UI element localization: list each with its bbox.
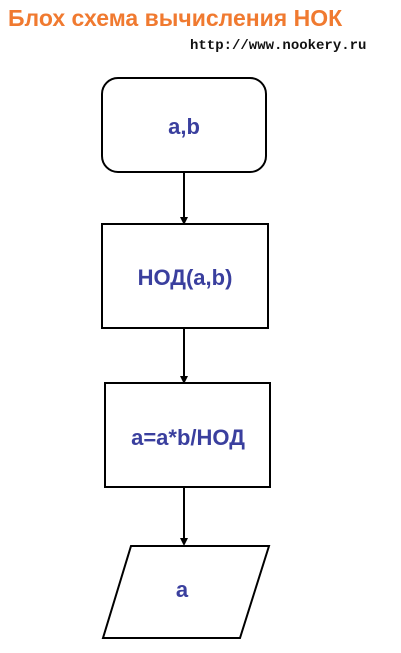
node-gcd-shape (101, 223, 269, 329)
node-gcd: НОД(a,b) (101, 223, 269, 329)
node-output-shape (101, 545, 271, 639)
node-input-label: a,b (168, 114, 200, 139)
node-compute: a=a*b/НОД (104, 382, 271, 488)
node-output: a (101, 545, 271, 639)
source-url: http://www.nookery.ru (190, 38, 367, 54)
node-compute-shape (104, 382, 271, 488)
node-input: a,b (101, 77, 267, 173)
node-compute-label: a=a*b/НОД (131, 425, 245, 450)
diagram-title: Блох схема вычисления НОК (8, 5, 343, 31)
node-output-label: a (176, 577, 189, 602)
node-gcd-label: НОД(a,b) (138, 265, 233, 290)
